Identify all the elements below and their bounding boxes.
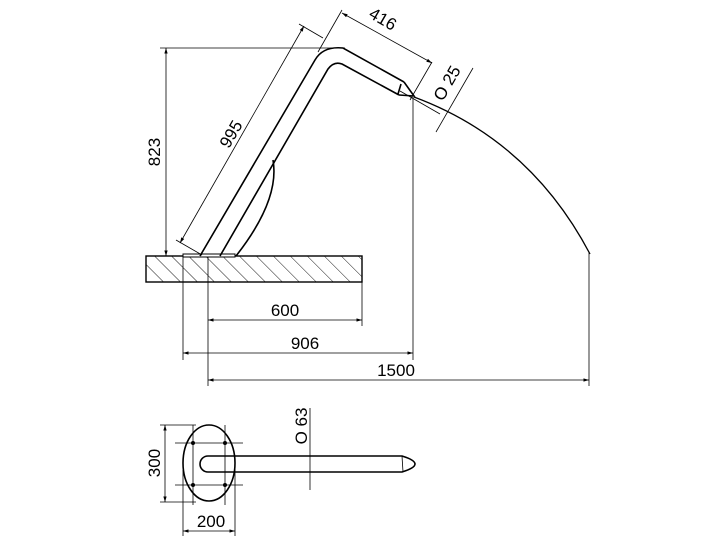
dim-base-width: 200 [197,512,225,531]
dim-offset-600: 600 [271,301,299,320]
dim-line-pipe-length [179,25,305,244]
dim-pipe-length: 995 [216,117,247,151]
base-plate-oval [182,424,236,502]
dim-height: 823 [145,138,164,166]
bolt-centerlines [175,425,243,505]
nozzle [397,81,416,97]
mounting-slab [145,255,363,283]
bolt-holes [191,441,227,487]
side-view: 823 995 416 O 25 600 906 1500 [145,4,591,386]
gusset [235,159,275,257]
dim-base-height: 300 [145,449,164,477]
dim-line-spout-length [341,12,433,64]
water-jet [413,96,591,255]
base-plate [182,253,236,258]
dim-reach-906: 906 [291,334,319,353]
pipe-outer [199,46,405,257]
dim-spout-length: 416 [366,4,400,35]
pipe-inner [219,62,400,257]
top-view: O 63 300 200 [145,408,416,536]
dim-pipe-diameter: O 63 [292,408,311,445]
dim-line-nozzle [435,67,474,133]
dim-throw-1500: 1500 [377,361,415,380]
dim-nozzle-diameter: O 25 [430,63,465,104]
pipe-top [199,455,416,473]
